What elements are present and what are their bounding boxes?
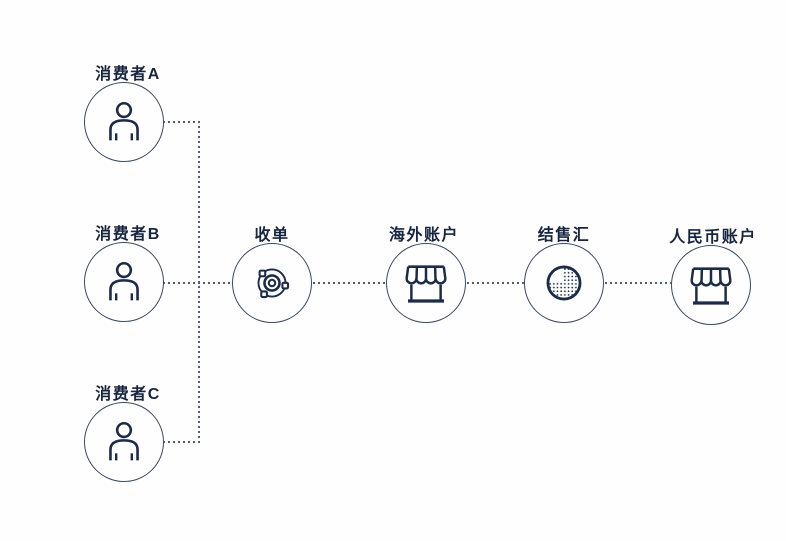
consumer-c-label: 消费者C bbox=[95, 386, 161, 403]
connector-vertical-bus bbox=[198, 121, 200, 442]
dotted-sphere-icon bbox=[546, 265, 582, 301]
consumer-a-label: 消费者A bbox=[95, 66, 161, 83]
person-icon bbox=[109, 421, 139, 461]
overseas-account-label: 海外账户 bbox=[388, 227, 460, 244]
overseas-account-node bbox=[386, 243, 466, 323]
person-icon bbox=[109, 261, 139, 301]
connector-overseas-to-fx bbox=[467, 282, 524, 284]
consumer-b-label: 消费者B bbox=[95, 226, 161, 243]
connector-consumer-a bbox=[163, 121, 200, 123]
consumer-b-node bbox=[84, 242, 164, 322]
connector-acquiring-to-overseas bbox=[313, 282, 386, 284]
connector-consumer-c bbox=[163, 441, 200, 443]
rmb-account-node bbox=[671, 245, 751, 325]
fx-settlement-label: 结售汇 bbox=[537, 227, 591, 244]
acquiring-label: 收单 bbox=[254, 227, 290, 244]
storefront-icon bbox=[690, 267, 732, 305]
connector-fx-to-rmb bbox=[605, 282, 671, 284]
person-icon bbox=[109, 101, 139, 141]
camera-lens-icon bbox=[257, 268, 290, 299]
consumer-c-node bbox=[84, 402, 164, 482]
connector-consumer-b-to-acquiring bbox=[163, 282, 233, 284]
storefront-icon bbox=[405, 265, 447, 303]
consumer-a-node bbox=[84, 82, 164, 162]
rmb-account-label: 人民币账户 bbox=[669, 229, 757, 246]
acquiring-node bbox=[232, 243, 312, 323]
fx-settlement-node bbox=[524, 243, 604, 323]
